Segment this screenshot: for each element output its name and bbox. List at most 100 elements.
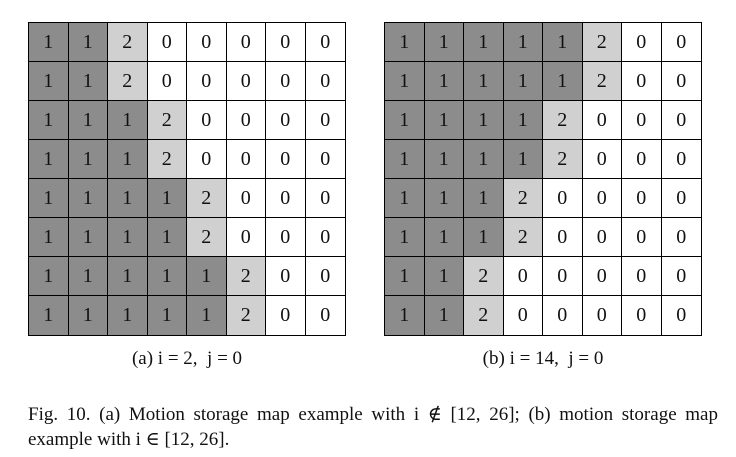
subcaption-a: (a) i = 2, j = 0 <box>131 348 243 369</box>
grid-cell: 2 <box>147 140 187 179</box>
grid-cell: 0 <box>661 296 701 335</box>
grid-cell: 0 <box>661 140 701 179</box>
grid-cell: 0 <box>661 179 701 218</box>
grid-cell: 1 <box>147 257 187 296</box>
grid-cell: 1 <box>385 257 425 296</box>
grid-cell: 1 <box>464 179 504 218</box>
grid-cell: 0 <box>661 101 701 140</box>
grid-cell: 1 <box>68 257 108 296</box>
grid-cell: 1 <box>108 296 148 335</box>
grid-cell: 1 <box>108 179 148 218</box>
grid-cell: 0 <box>582 179 622 218</box>
grid-cell: 1 <box>108 101 148 140</box>
grid-cell: 1 <box>385 179 425 218</box>
grid-cell: 0 <box>661 257 701 296</box>
grid-cell: 0 <box>266 257 306 296</box>
grid-cell: 0 <box>305 296 345 335</box>
grid-cell: 0 <box>622 62 662 101</box>
grid-cell: 1 <box>464 140 504 179</box>
grid-cell: 0 <box>266 101 306 140</box>
grid-cell: 0 <box>187 23 227 62</box>
grid-cell: 0 <box>187 62 227 101</box>
grid-cell: 1 <box>424 296 464 335</box>
grid-cell: 1 <box>464 101 504 140</box>
grid-cell: 0 <box>661 23 701 62</box>
grid-cell: 2 <box>108 23 148 62</box>
grid-cell: 1 <box>424 23 464 62</box>
grid-cell: 2 <box>503 218 543 257</box>
grid-cell: 0 <box>582 140 622 179</box>
grid-cell: 2 <box>226 296 266 335</box>
grid-cell: 2 <box>147 101 187 140</box>
grid-cell: 1 <box>68 296 108 335</box>
grid-cell: 1 <box>29 140 69 179</box>
grid-cell: 1 <box>29 62 69 101</box>
grid-cell: 0 <box>226 101 266 140</box>
grid-cell: 0 <box>266 296 306 335</box>
grid-cell: 2 <box>187 179 227 218</box>
grid-cell: 1 <box>68 218 108 257</box>
grid-cell: 0 <box>582 218 622 257</box>
grid-cell: 2 <box>108 62 148 101</box>
grid-cell: 1 <box>29 218 69 257</box>
grid-cell: 1 <box>385 218 425 257</box>
grid-cell: 0 <box>582 296 622 335</box>
grid-cell: 0 <box>305 218 345 257</box>
grid-cell: 1 <box>424 179 464 218</box>
grid-cell: 0 <box>622 296 662 335</box>
grid-cell: 1 <box>385 101 425 140</box>
grid-cell: 0 <box>503 296 543 335</box>
grid-cell: 2 <box>582 23 622 62</box>
grid-cell: 2 <box>464 296 504 335</box>
grid-cell: 1 <box>147 296 187 335</box>
grid-cell: 0 <box>543 179 583 218</box>
grid-cell: 1 <box>464 218 504 257</box>
grid-cell: 0 <box>266 23 306 62</box>
grid-cell: 0 <box>622 23 662 62</box>
grid-cell: 2 <box>543 140 583 179</box>
grid-cell: 1 <box>424 101 464 140</box>
grid-cell: 0 <box>622 101 662 140</box>
grid-cell: 1 <box>29 257 69 296</box>
grid-cell: 0 <box>187 101 227 140</box>
grid-cell: 0 <box>622 218 662 257</box>
grid-cell: 0 <box>187 140 227 179</box>
grid-cell: 2 <box>187 218 227 257</box>
grid-cell: 0 <box>226 62 266 101</box>
grid-cell: 1 <box>503 140 543 179</box>
grid-cell: 0 <box>305 179 345 218</box>
grid-cell: 0 <box>226 140 266 179</box>
grid-cell: 0 <box>622 179 662 218</box>
grid-cell: 2 <box>543 101 583 140</box>
grid-cell: 1 <box>29 23 69 62</box>
grid-cell: 2 <box>464 257 504 296</box>
grid-cell: 2 <box>226 257 266 296</box>
grid-cell: 0 <box>226 218 266 257</box>
grid-cell: 0 <box>622 257 662 296</box>
grid-cell: 0 <box>543 257 583 296</box>
grid-cell: 0 <box>305 23 345 62</box>
grid-cell: 0 <box>622 140 662 179</box>
figure-caption: Fig. 10. (a) Motion storage map example … <box>28 404 718 450</box>
grid-cell: 1 <box>147 218 187 257</box>
grid-cell: 1 <box>68 23 108 62</box>
grid-cell: 1 <box>68 62 108 101</box>
grid-cell: 1 <box>503 23 543 62</box>
grid-cell: 0 <box>503 257 543 296</box>
grid-cell: 1 <box>543 23 583 62</box>
grid-cell: 0 <box>226 23 266 62</box>
grid-cell: 0 <box>266 218 306 257</box>
grid-cell: 0 <box>661 218 701 257</box>
grid-cell: 0 <box>305 140 345 179</box>
grid-cell: 0 <box>543 296 583 335</box>
grid-cell: 1 <box>424 140 464 179</box>
grid-cell: 1 <box>108 257 148 296</box>
grid-cell: 1 <box>68 101 108 140</box>
grid-cell: 1 <box>29 296 69 335</box>
grid-cell: 1 <box>187 257 227 296</box>
grid-cell: 1 <box>385 23 425 62</box>
grid-cell: 1 <box>385 140 425 179</box>
grid-cell: 0 <box>582 257 622 296</box>
grid-cell: 1 <box>68 140 108 179</box>
